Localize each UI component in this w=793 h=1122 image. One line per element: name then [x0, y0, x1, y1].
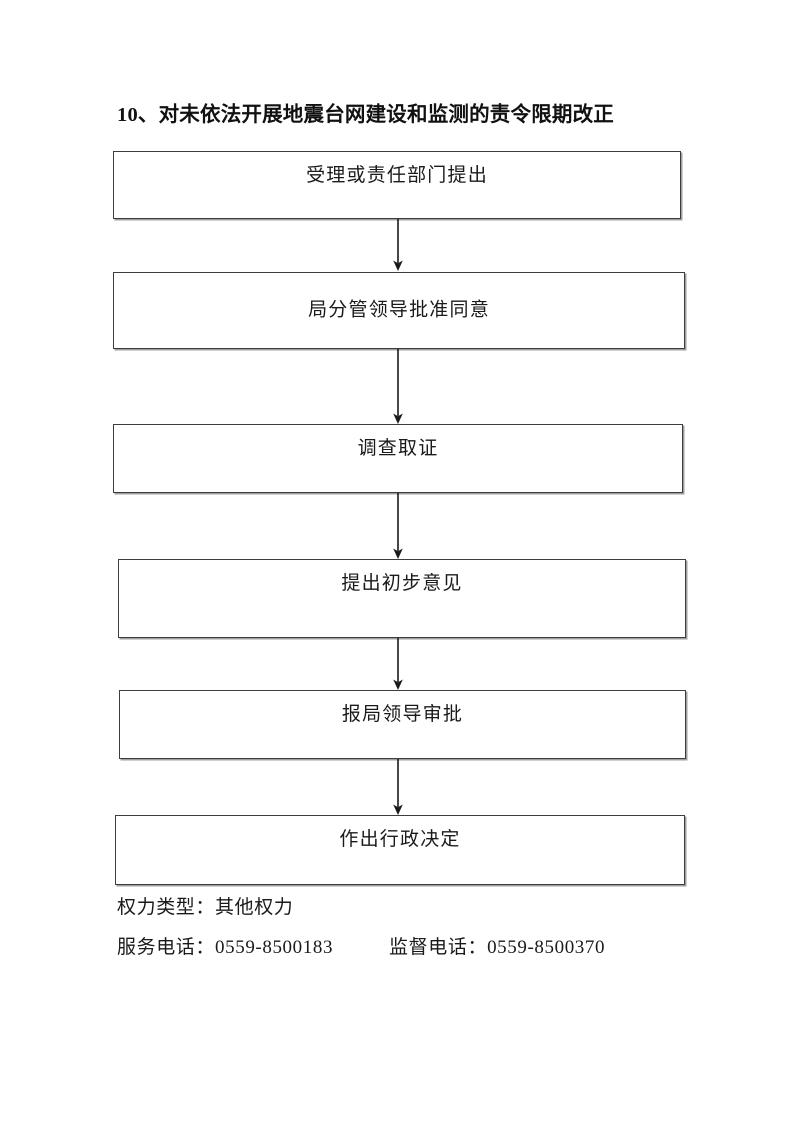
flow-step-3-box[interactable]: 调查取证	[113, 424, 683, 493]
flow-step-5-box[interactable]: 报局领导审批	[119, 690, 686, 759]
flow-step-3-label: 调查取证	[357, 438, 439, 459]
flow-connector-arrow-1	[391, 219, 405, 272]
page-title: 10、对未依法开展地震台网建设和监测的责令限期改正	[117, 104, 614, 126]
flow-connector-arrow-2	[391, 349, 405, 425]
flow-step-6-box[interactable]: 作出行政决定	[115, 815, 685, 885]
flow-step-1-box[interactable]: 受理或责任部门提出	[113, 151, 681, 219]
flow-step-4-box[interactable]: 提出初步意见	[118, 559, 686, 638]
flow-step-6-label: 作出行政决定	[339, 829, 461, 850]
flow-connector-arrow-5	[391, 759, 405, 816]
flow-step-1-label: 受理或责任部门提出	[306, 165, 488, 186]
power-type-text: 权力类型：其他权力	[117, 897, 294, 918]
flow-step-2-label: 局分管领导批准同意	[308, 298, 490, 320]
service-phone-value: 0559-8500183	[215, 937, 334, 958]
service-phone-label: 服务电话：	[117, 937, 216, 958]
flow-connector-arrow-4	[391, 638, 405, 691]
flow-step-4-label: 提出初步意见	[341, 573, 463, 594]
supervision-phone-value: 0559-8500370	[487, 937, 606, 958]
contact-phones-row: 服务电话：0559-8500183 监督电话：0559-8500370	[117, 935, 605, 961]
flow-connector-arrow-3	[391, 493, 405, 560]
flow-step-5-label: 报局领导审批	[341, 704, 464, 725]
supervision-phone-label: 监督电话：	[389, 937, 488, 958]
flow-step-2-box[interactable]: 局分管领导批准同意	[113, 272, 685, 349]
